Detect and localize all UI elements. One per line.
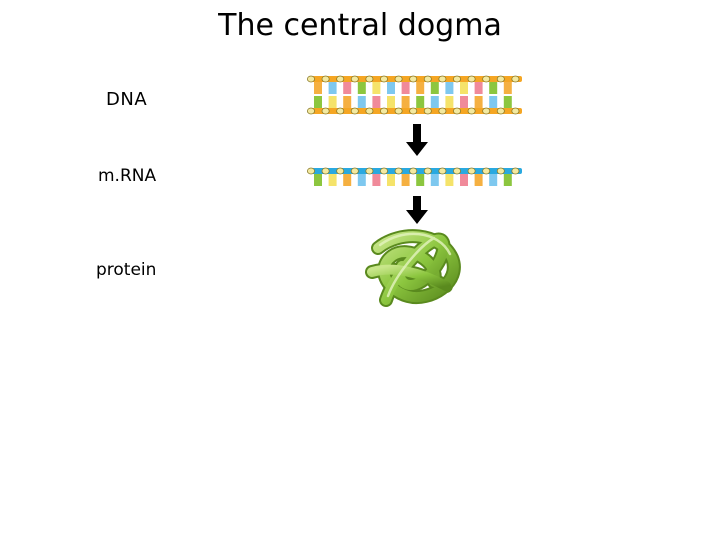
dna-base-bottom bbox=[401, 96, 410, 108]
mrna-bead bbox=[379, 167, 388, 175]
dna-bead-top bbox=[511, 75, 520, 83]
mrna-bead bbox=[409, 167, 418, 175]
dna-bead-bottom bbox=[482, 107, 491, 115]
mrna-base bbox=[430, 174, 439, 186]
dna-bead-bottom bbox=[306, 107, 315, 115]
mrna-bead bbox=[511, 167, 520, 175]
dna-bead-bottom bbox=[496, 107, 505, 115]
mrna-label: m.RNA bbox=[98, 166, 157, 186]
diagram-title: The central dogma bbox=[218, 8, 502, 43]
dna-base-bottom bbox=[430, 96, 439, 108]
dna-base-top bbox=[503, 82, 512, 94]
dna-base-top bbox=[474, 82, 483, 94]
dna-base-top bbox=[460, 82, 468, 94]
mrna-bead bbox=[467, 167, 476, 175]
mrna-base bbox=[460, 174, 468, 186]
dna-bead-bottom bbox=[423, 107, 432, 115]
dna-base-bottom bbox=[387, 96, 395, 108]
dna-icon bbox=[306, 75, 522, 115]
dna-bead-bottom bbox=[350, 107, 359, 115]
dna-bead-top bbox=[423, 75, 432, 83]
mrna-bead bbox=[394, 167, 403, 175]
dna-base-bottom bbox=[445, 96, 454, 108]
dna-bead-bottom bbox=[321, 107, 330, 115]
dna-base-bottom bbox=[489, 96, 498, 108]
dna-bead-bottom bbox=[409, 107, 418, 115]
mrna-bead bbox=[365, 167, 374, 175]
dna-bead-bottom bbox=[394, 107, 403, 115]
mrna-base bbox=[503, 174, 512, 186]
dna-base-top bbox=[372, 82, 381, 94]
mrna-base bbox=[328, 174, 337, 186]
down-arrow-icon bbox=[406, 124, 428, 156]
dna-label: DNA bbox=[106, 89, 148, 110]
dna-bead-top bbox=[350, 75, 359, 83]
dna-base-top bbox=[357, 82, 366, 94]
dna-bead-top bbox=[365, 75, 374, 83]
mrna-base bbox=[416, 174, 425, 186]
mrna-bead bbox=[438, 167, 447, 175]
dna-bead-top bbox=[496, 75, 505, 83]
dna-base-bottom bbox=[314, 96, 322, 108]
dna-bead-top bbox=[409, 75, 418, 83]
dna-base-bottom bbox=[460, 96, 468, 108]
dna-bead-top bbox=[394, 75, 403, 83]
dna-base-top bbox=[387, 82, 395, 94]
dna-base-bottom bbox=[503, 96, 512, 108]
mrna-base bbox=[314, 174, 322, 186]
protein-label: protein bbox=[96, 260, 157, 280]
dna-base-top bbox=[416, 82, 425, 94]
dna-bead-bottom bbox=[438, 107, 447, 115]
mrna-bead bbox=[306, 167, 315, 175]
dna-bead-top bbox=[321, 75, 330, 83]
dna-base-bottom bbox=[328, 96, 337, 108]
mrna-bead bbox=[482, 167, 491, 175]
mrna-bead bbox=[452, 167, 461, 175]
dna-base-top bbox=[445, 82, 454, 94]
dna-bead-bottom bbox=[511, 107, 520, 115]
mrna-bead bbox=[350, 167, 359, 175]
dna-bead-bottom bbox=[379, 107, 388, 115]
dna-base-bottom bbox=[474, 96, 483, 108]
dna-bead-top bbox=[438, 75, 447, 83]
dna-bead-top bbox=[467, 75, 476, 83]
mrna-base bbox=[387, 174, 395, 186]
mrna-base bbox=[489, 174, 498, 186]
dna-base-top bbox=[314, 82, 322, 94]
mrna-bead bbox=[336, 167, 345, 175]
dna-base-top bbox=[401, 82, 410, 94]
dna-base-bottom bbox=[343, 96, 352, 108]
mrna-base bbox=[357, 174, 366, 186]
mrna-base bbox=[372, 174, 381, 186]
mrna-base bbox=[445, 174, 454, 186]
dna-base-bottom bbox=[357, 96, 366, 108]
mrna-base bbox=[343, 174, 352, 186]
dna-base-top bbox=[430, 82, 439, 94]
mrna-base bbox=[401, 174, 410, 186]
dna-base-top bbox=[328, 82, 337, 94]
dna-base-top bbox=[343, 82, 352, 94]
protein-icon bbox=[365, 229, 461, 307]
mrna-bead bbox=[321, 167, 330, 175]
dna-bead-top bbox=[379, 75, 388, 83]
mrna-base bbox=[474, 174, 483, 186]
mrna-icon bbox=[306, 167, 522, 186]
dna-base-bottom bbox=[372, 96, 381, 108]
dna-bead-top bbox=[306, 75, 315, 83]
down-arrow-icon bbox=[406, 196, 428, 224]
dna-bead-bottom bbox=[365, 107, 374, 115]
dna-base-top bbox=[489, 82, 498, 94]
dna-bead-top bbox=[452, 75, 461, 83]
dna-bead-bottom bbox=[467, 107, 476, 115]
dna-bead-top bbox=[482, 75, 491, 83]
mrna-bead bbox=[496, 167, 505, 175]
dna-bead-top bbox=[336, 75, 345, 83]
mrna-bead bbox=[423, 167, 432, 175]
dna-bead-bottom bbox=[452, 107, 461, 115]
dna-base-bottom bbox=[416, 96, 425, 108]
dna-bead-bottom bbox=[336, 107, 345, 115]
